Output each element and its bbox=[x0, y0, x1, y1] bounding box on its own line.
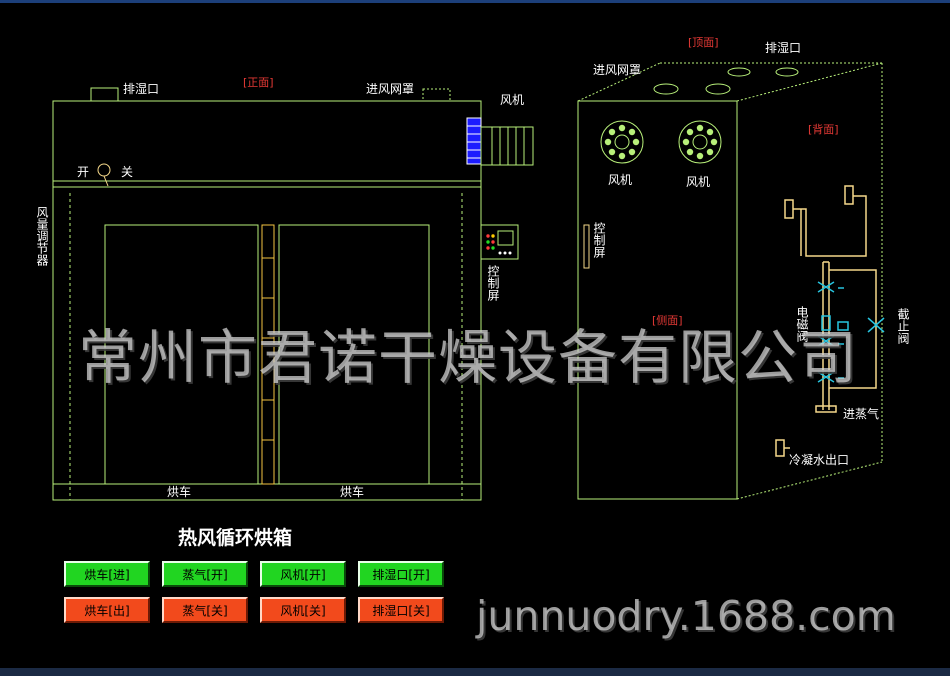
label-fan-1: 风机 bbox=[608, 173, 632, 187]
cart-out-button[interactable]: 烘车[出] bbox=[64, 597, 150, 623]
label-exhaust-side: 排湿口 bbox=[765, 40, 801, 55]
page-title: 热风循环烘箱 bbox=[178, 527, 293, 549]
steam-on-button[interactable]: 蒸气[开] bbox=[162, 561, 248, 587]
door-left bbox=[104, 224, 259, 485]
control-panel-lights bbox=[486, 234, 512, 255]
steam-off-button[interactable]: 蒸气[关] bbox=[162, 597, 248, 623]
door-right bbox=[278, 224, 430, 485]
top-border bbox=[0, 0, 950, 3]
fan-on-button[interactable]: 风机[开] bbox=[260, 561, 346, 587]
label-steam-in: 进蒸气 bbox=[843, 406, 879, 421]
fan-off-button[interactable]: 风机[关] bbox=[260, 597, 346, 623]
cart-in-button[interactable]: 烘车[进] bbox=[64, 561, 150, 587]
front-fan-motor-icon bbox=[480, 126, 534, 166]
front-fan-grille bbox=[466, 117, 482, 165]
side-front-face bbox=[577, 100, 738, 500]
label-side-view: [侧面] bbox=[652, 314, 683, 327]
front-exhaust-port bbox=[90, 87, 119, 102]
label-damper: 风量调节器 bbox=[35, 206, 49, 266]
front-main-body bbox=[52, 186, 482, 501]
label-switch-off: 关 bbox=[121, 165, 133, 179]
label-fan-2: 风机 bbox=[686, 175, 710, 189]
label-intake-side: 进风网罩 bbox=[593, 63, 641, 77]
label-control-screen-front: 控制屏 bbox=[486, 265, 500, 301]
label-cart-right: 烘车 bbox=[340, 484, 364, 499]
label-exhaust-front: 排湿口 bbox=[123, 81, 159, 96]
exhaust-close-button[interactable]: 排湿口[关] bbox=[358, 597, 444, 623]
label-switch-on: 开 bbox=[77, 165, 89, 179]
valves bbox=[817, 281, 885, 383]
side-fan-1-icon bbox=[600, 120, 644, 164]
label-stop-valve: 截止阀 bbox=[896, 308, 910, 344]
door-hinge-strip bbox=[261, 224, 275, 485]
label-top-view: [顶面] bbox=[688, 36, 719, 49]
front-control-screen-icon bbox=[480, 224, 519, 260]
front-intake-mesh bbox=[422, 88, 451, 102]
side-view bbox=[577, 62, 883, 500]
label-back-view: [背面] bbox=[808, 122, 839, 136]
power-switch-icon[interactable] bbox=[97, 163, 111, 177]
steam-piping bbox=[775, 185, 877, 457]
label-cart-left: 烘车 bbox=[167, 484, 191, 499]
bottom-border bbox=[0, 668, 950, 676]
label-control-screen-side: 控制屏 bbox=[592, 222, 606, 258]
label-front-view: [正面] bbox=[243, 76, 274, 89]
label-intake-front: 进风网罩 bbox=[366, 82, 414, 96]
label-fan-front: 风机 bbox=[500, 93, 524, 107]
front-top-housing bbox=[52, 100, 482, 188]
side-fan-2-icon bbox=[678, 120, 722, 164]
front-view bbox=[52, 87, 534, 501]
exhaust-open-button[interactable]: 排湿口[开] bbox=[358, 561, 444, 587]
label-solenoid-valve: 电磁阀 bbox=[795, 306, 809, 342]
label-condensate-out: 冷凝水出口 bbox=[789, 452, 849, 467]
